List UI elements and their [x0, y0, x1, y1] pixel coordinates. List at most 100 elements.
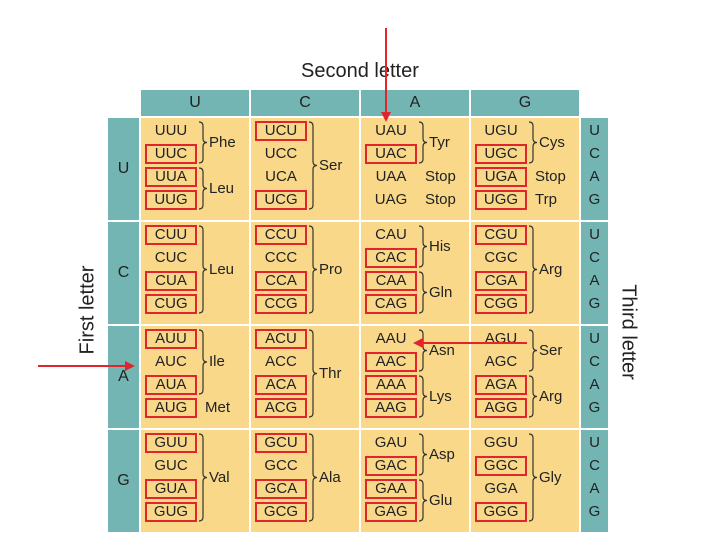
codon-ggu: GGU: [483, 434, 519, 451]
second-letter-header-c: C: [251, 90, 359, 116]
codon-aac: AAC: [365, 352, 417, 372]
amino-acid-label: Tyr: [429, 133, 450, 151]
first-letter-header-c: C: [108, 222, 139, 324]
codon-gau: GAU: [374, 434, 408, 451]
codon-cgg: CGG: [475, 294, 527, 314]
codon-aug: AUG: [145, 398, 197, 418]
codon-ucg: UCG: [255, 190, 307, 210]
third-letter-g: G: [588, 191, 601, 208]
third-letter-a: A: [589, 376, 600, 393]
codon-uac: UAC: [365, 144, 417, 164]
amino-acid-label: Ser: [319, 156, 343, 174]
amino-acid-label: Asp: [429, 445, 455, 463]
amino-acid-label: Lys: [429, 387, 452, 405]
codon-cac: CAC: [365, 248, 417, 268]
third-letter-u: U: [589, 434, 600, 451]
codon-guu: GUU: [145, 433, 197, 453]
codon-uga: UGA: [475, 167, 527, 187]
amino-acid-label: Gly: [539, 468, 562, 486]
amino-acid-label: Stop: [425, 191, 456, 208]
codon-gua: GUA: [145, 479, 197, 499]
third-letter-u: U: [589, 330, 600, 347]
third-letter-u: U: [589, 122, 600, 139]
amino-acid-label: Ser: [539, 341, 563, 359]
codon-acg: ACG: [255, 398, 307, 418]
codon-ccu: CCU: [255, 225, 307, 245]
second-letter-title: Second letter: [301, 60, 419, 82]
third-letter-a: A: [589, 168, 600, 185]
first-letter-title: First letter: [76, 265, 99, 355]
codon-cgc: CGC: [484, 249, 518, 266]
codon-uca: UCA: [265, 168, 297, 185]
first-letter-header-a: A: [108, 326, 139, 428]
codon-ucu: UCU: [255, 121, 307, 141]
amino-acid-label: Arg: [539, 260, 563, 278]
codon-gca: GCA: [255, 479, 307, 499]
third-letter-a: A: [589, 480, 600, 497]
codon-cca: CCA: [255, 271, 307, 291]
codon-ugg: UGG: [475, 190, 527, 210]
amino-acid-label: Trp: [535, 191, 557, 208]
codon-cau: CAU: [375, 226, 407, 243]
codon-cag: CAG: [365, 294, 417, 314]
codon-gug: GUG: [145, 502, 197, 522]
third-letter-g: G: [588, 295, 601, 312]
codon-uag: UAG: [374, 191, 408, 208]
codon-ggc: GGC: [475, 456, 527, 476]
amino-acid-label: Thr: [319, 364, 342, 382]
codon-aag: AAG: [365, 398, 417, 418]
amino-acid-label: His: [429, 237, 451, 255]
codon-gaa: GAA: [365, 479, 417, 499]
amino-acid-label: Stop: [425, 168, 456, 185]
second-letter-header-a: A: [361, 90, 469, 116]
codon-aga: AGA: [475, 375, 527, 395]
amino-acid-label: Gln: [429, 283, 453, 301]
third-letter-title: Third letter: [617, 284, 640, 380]
codon-gag: GAG: [365, 502, 417, 522]
third-letter-g: G: [588, 399, 601, 416]
codon-cuu: CUU: [145, 225, 197, 245]
amino-acid-label: Cys: [539, 133, 565, 151]
codon-agg: AGG: [475, 398, 527, 418]
codon-ugc: UGC: [475, 144, 527, 164]
third-letter-c: C: [589, 353, 600, 370]
third-letter-c: C: [589, 457, 600, 474]
codon-auc: AUC: [155, 353, 187, 370]
codon-ccg: CCG: [255, 294, 307, 314]
codon-cgu: CGU: [475, 225, 527, 245]
third-letter-c: C: [589, 145, 600, 162]
codon-uug: UUG: [145, 190, 197, 210]
codon-gga: GGA: [484, 480, 518, 497]
codon-uuc: UUC: [145, 144, 197, 164]
codon-uaa: UAA: [375, 168, 407, 185]
codon-uua: UUA: [145, 167, 197, 187]
third-letter-u: U: [589, 226, 600, 243]
amino-acid-label: Glu: [429, 491, 453, 509]
amino-acid-label: Leu: [209, 260, 235, 278]
amino-acid-label: Ala: [319, 468, 341, 486]
amino-acid-label: Asn: [429, 341, 455, 359]
codon-gcc: GCC: [264, 457, 298, 474]
amino-acid-label: Val: [209, 468, 230, 486]
codon-ugu: UGU: [484, 122, 518, 139]
amino-acid-label: Pro: [319, 260, 343, 278]
codon-block-cg: CGU CGC CGA CGG Arg: [471, 222, 579, 324]
amino-acid-label: Phe: [209, 133, 236, 151]
amino-acid-label: Ile: [209, 353, 225, 370]
codon-cga: CGA: [475, 271, 527, 291]
